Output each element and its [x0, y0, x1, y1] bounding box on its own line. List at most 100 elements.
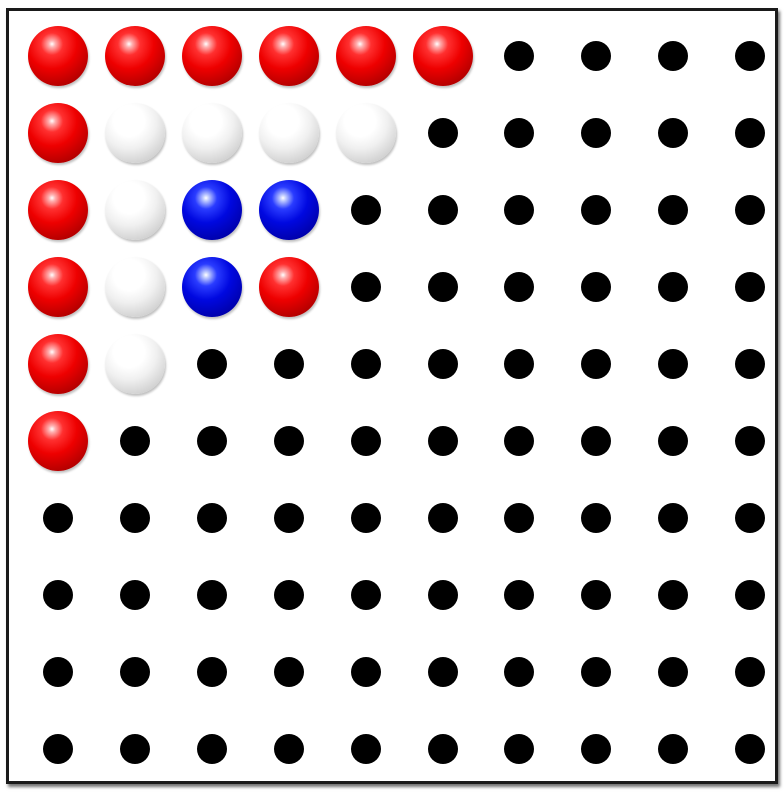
board-cell-r8-c9[interactable] — [635, 557, 711, 633]
board-cell-r6-c2[interactable] — [97, 403, 173, 479]
board-cell-r8-c8[interactable] — [558, 557, 634, 633]
board-cell-r4-c8[interactable] — [558, 249, 634, 325]
board-cell-r2-c9[interactable] — [635, 95, 711, 171]
board-cell-r9-c7[interactable] — [481, 634, 557, 710]
board-cell-r10-c9[interactable] — [635, 711, 711, 787]
board-cell-r2-c1 — [20, 95, 96, 171]
board-cell-r8-c4[interactable] — [251, 557, 327, 633]
empty-hole-peg — [120, 734, 150, 764]
board-cell-r5-c4[interactable] — [251, 326, 327, 402]
board-cell-r7-c10[interactable] — [712, 480, 784, 556]
board-cell-r2-c10[interactable] — [712, 95, 784, 171]
empty-hole-peg — [428, 272, 458, 302]
board-cell-r7-c5[interactable] — [328, 480, 404, 556]
board-cell-r1-c9[interactable] — [635, 18, 711, 94]
empty-hole-peg — [658, 580, 688, 610]
board-cell-r9-c9[interactable] — [635, 634, 711, 710]
board-cell-r9-c10[interactable] — [712, 634, 784, 710]
empty-hole-peg — [351, 734, 381, 764]
board-cell-r7-c3[interactable] — [174, 480, 250, 556]
board-cell-r5-c5[interactable] — [328, 326, 404, 402]
board-cell-r8-c2[interactable] — [97, 557, 173, 633]
board-cell-r6-c8[interactable] — [558, 403, 634, 479]
board-cell-r8-c6[interactable] — [405, 557, 481, 633]
board-cell-r3-c3 — [174, 172, 250, 248]
board-cell-r1-c10[interactable] — [712, 18, 784, 94]
board-cell-r3-c9[interactable] — [635, 172, 711, 248]
board-cell-r10-c7[interactable] — [481, 711, 557, 787]
board-cell-r3-c6[interactable] — [405, 172, 481, 248]
red-ball — [28, 411, 88, 471]
board-cell-r4-c5[interactable] — [328, 249, 404, 325]
board-cell-r2-c6[interactable] — [405, 95, 481, 171]
board-cell-r9-c5[interactable] — [328, 634, 404, 710]
board-cell-r8-c5[interactable] — [328, 557, 404, 633]
board-cell-r1-c1 — [20, 18, 96, 94]
board-cell-r9-c3[interactable] — [174, 634, 250, 710]
empty-hole-peg — [274, 349, 304, 379]
board-cell-r9-c1[interactable] — [20, 634, 96, 710]
board-cell-r4-c9[interactable] — [635, 249, 711, 325]
board-cell-r9-c6[interactable] — [405, 634, 481, 710]
board-cell-r5-c7[interactable] — [481, 326, 557, 402]
board-cell-r10-c6[interactable] — [405, 711, 481, 787]
board-cell-r9-c4[interactable] — [251, 634, 327, 710]
board-cell-r8-c3[interactable] — [174, 557, 250, 633]
board-cell-r3-c5[interactable] — [328, 172, 404, 248]
empty-hole-peg — [428, 657, 458, 687]
empty-hole-peg — [504, 349, 534, 379]
board-cell-r10-c1[interactable] — [20, 711, 96, 787]
empty-hole-peg — [735, 349, 765, 379]
board-cell-r6-c7[interactable] — [481, 403, 557, 479]
board-cell-r4-c6[interactable] — [405, 249, 481, 325]
board-cell-r6-c5[interactable] — [328, 403, 404, 479]
board-cell-r10-c8[interactable] — [558, 711, 634, 787]
board-cell-r7-c1[interactable] — [20, 480, 96, 556]
board-cell-r2-c8[interactable] — [558, 95, 634, 171]
empty-hole-peg — [274, 503, 304, 533]
empty-hole-peg — [43, 734, 73, 764]
board-cell-r7-c7[interactable] — [481, 480, 557, 556]
board-cell-r3-c7[interactable] — [481, 172, 557, 248]
board-cell-r8-c7[interactable] — [481, 557, 557, 633]
board-cell-r6-c10[interactable] — [712, 403, 784, 479]
board-cell-r10-c10[interactable] — [712, 711, 784, 787]
board-cell-r8-c10[interactable] — [712, 557, 784, 633]
board-cell-r4-c7[interactable] — [481, 249, 557, 325]
board-cell-r4-c10[interactable] — [712, 249, 784, 325]
board-cell-r7-c9[interactable] — [635, 480, 711, 556]
board-cell-r7-c6[interactable] — [405, 480, 481, 556]
board-cell-r5-c10[interactable] — [712, 326, 784, 402]
board-cell-r10-c2[interactable] — [97, 711, 173, 787]
board-cell-r2-c3 — [174, 95, 250, 171]
empty-hole-peg — [504, 195, 534, 225]
empty-hole-peg — [351, 272, 381, 302]
board-cell-r5-c3[interactable] — [174, 326, 250, 402]
board-cell-r3-c10[interactable] — [712, 172, 784, 248]
board-cell-r6-c9[interactable] — [635, 403, 711, 479]
empty-hole-peg — [581, 580, 611, 610]
board-cell-r1-c7[interactable] — [481, 18, 557, 94]
board-cell-r6-c4[interactable] — [251, 403, 327, 479]
board-cell-r4-c4 — [251, 249, 327, 325]
board-cell-r10-c4[interactable] — [251, 711, 327, 787]
board-cell-r1-c8[interactable] — [558, 18, 634, 94]
board-cell-r3-c8[interactable] — [558, 172, 634, 248]
board-cell-r7-c4[interactable] — [251, 480, 327, 556]
board-cell-r9-c2[interactable] — [97, 634, 173, 710]
board-cell-r8-c1[interactable] — [20, 557, 96, 633]
board-cell-r7-c8[interactable] — [558, 480, 634, 556]
board-cell-r6-c3[interactable] — [174, 403, 250, 479]
board-cell-r7-c2[interactable] — [97, 480, 173, 556]
board-cell-r10-c5[interactable] — [328, 711, 404, 787]
empty-hole-peg — [197, 657, 227, 687]
board-cell-r2-c7[interactable] — [481, 95, 557, 171]
board-cell-r5-c9[interactable] — [635, 326, 711, 402]
board-cell-r5-c8[interactable] — [558, 326, 634, 402]
board-cell-r6-c6[interactable] — [405, 403, 481, 479]
board-cell-r9-c8[interactable] — [558, 634, 634, 710]
board-cell-r5-c1 — [20, 326, 96, 402]
board-cell-r5-c6[interactable] — [405, 326, 481, 402]
white-ball — [336, 103, 396, 163]
board-cell-r10-c3[interactable] — [174, 711, 250, 787]
